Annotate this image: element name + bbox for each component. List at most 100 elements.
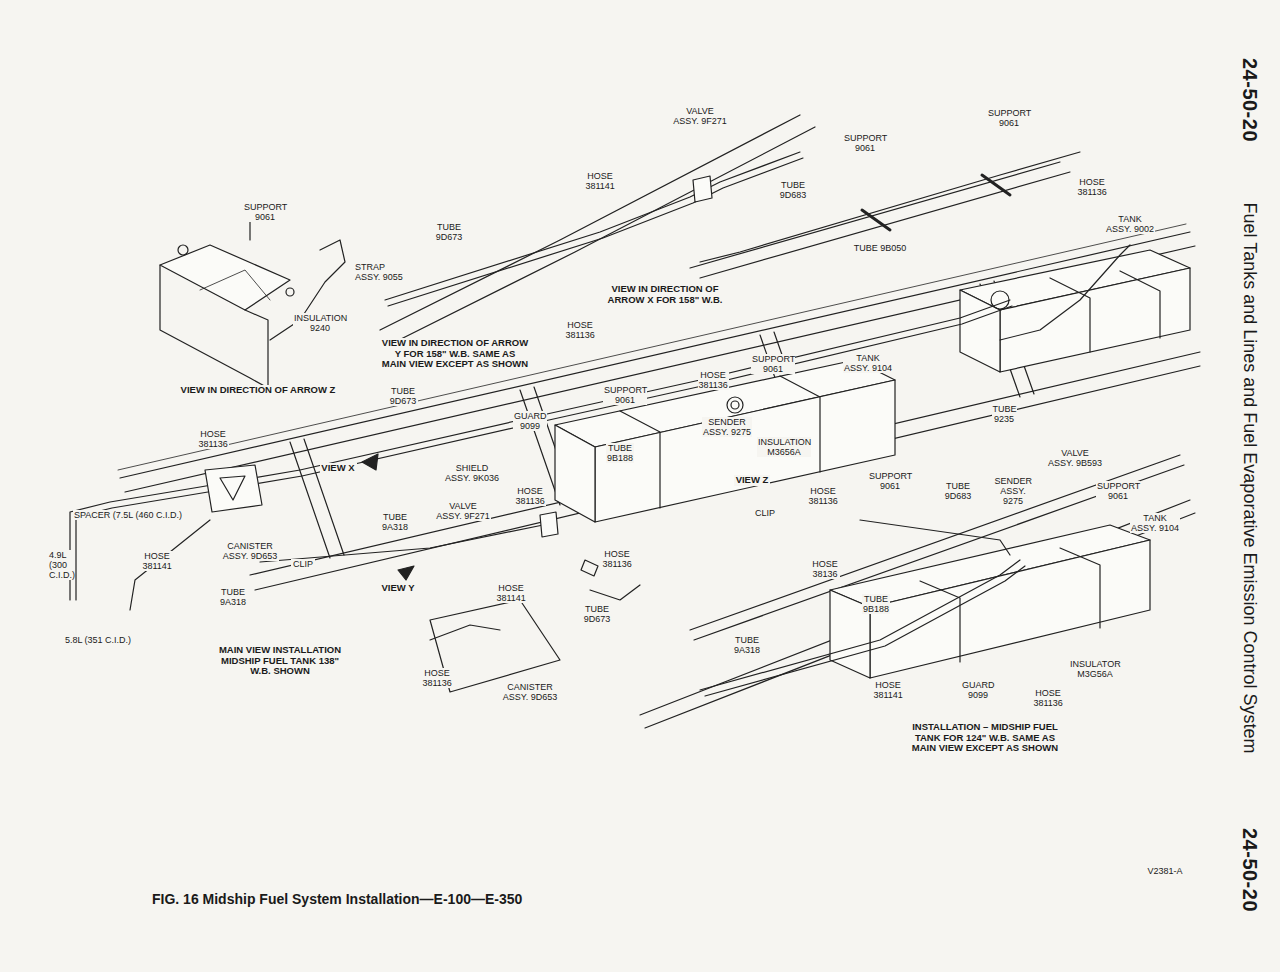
filler-neck — [731, 401, 739, 409]
part-label: TANK ASSY. 9104 — [1130, 513, 1180, 533]
tank-strap — [1050, 271, 1160, 352]
part-label: TUBE 9235 — [992, 404, 1017, 424]
view-title: INSTALLATION – MIDSHIP FUEL TANK FOR 124… — [911, 722, 1060, 754]
valve — [693, 176, 712, 202]
part-label: SUPPORT 9061 — [603, 385, 647, 405]
canister — [220, 476, 245, 500]
part-label: HOSE 381136 — [198, 429, 229, 449]
frame-rail — [380, 115, 800, 330]
part-label: VALVE ASSY. 9F271 — [435, 501, 491, 521]
part-label: SUPPORT 9061 — [987, 108, 1031, 128]
support — [862, 175, 1010, 230]
view-arrow — [362, 454, 378, 470]
part-label: HOSE 381136 — [1033, 688, 1064, 708]
fuel-tube — [705, 566, 1025, 696]
part-label: TUBE 9B188 — [606, 443, 634, 463]
fuel-tube — [700, 152, 1080, 262]
view-title: VIEW X — [320, 463, 357, 474]
part-label: TUBE 9D673 — [389, 386, 418, 406]
part-label: CLIP — [753, 508, 777, 518]
support-bracket — [160, 245, 290, 310]
tank-strap — [920, 548, 1100, 662]
fuel-tube — [860, 520, 1010, 555]
part-label: HOSE 381136 — [565, 320, 596, 340]
tank-strap — [620, 376, 820, 508]
part-label: TANK ASSY. 9104 — [843, 353, 893, 373]
fuel-tube — [388, 158, 803, 306]
part-label: INSULATOR M3G56A — [1069, 659, 1121, 679]
part-label: TUBE 9D673 — [435, 222, 464, 242]
part-label: HOSE 381141 — [873, 680, 904, 700]
part-label: CLIP — [291, 559, 315, 569]
view-title: VIEW Y — [380, 583, 417, 594]
part-label: SHIELD ASSY. 9K036 — [444, 463, 500, 483]
part-label: TUBE 9A318 — [733, 635, 761, 655]
drawing-number: V2381-A — [1146, 866, 1185, 876]
bolt — [286, 288, 294, 296]
part-label: HOSE 381141 — [585, 171, 616, 191]
fuel-tube — [76, 306, 1012, 600]
part-label: STRAP ASSY. 9055 — [354, 262, 404, 282]
part-label: HOSE 381136 — [808, 486, 839, 506]
part-label: SUPPORT 9061 — [843, 133, 887, 153]
figure-caption: FIG. 16 Midship Fuel System Installation… — [152, 891, 522, 907]
part-label: TUBE 9B188 — [862, 594, 890, 614]
fuel-tank — [830, 525, 1150, 678]
view-title: VIEW Z — [734, 475, 770, 486]
vapor-tube — [130, 520, 210, 610]
part-label: CANISTER ASSY. 9D653 — [502, 682, 559, 702]
fuel-tube — [385, 152, 800, 300]
part-label: TUBE 9A318 — [381, 512, 409, 532]
view-title: VIEW IN DIRECTION OF ARROW Y FOR 158" W.… — [381, 338, 530, 370]
engine-note: 4.9L (300 C.I.D.) — [48, 550, 75, 580]
insulation — [200, 270, 270, 300]
fuel-tube — [1000, 245, 1130, 340]
part-label: HOSE 381141 — [142, 551, 173, 571]
part-label: CANISTER ASSY. 9D653 — [222, 541, 279, 561]
section-title: Fuel Tanks and Lines and Fuel Evaporativ… — [1239, 203, 1260, 754]
part-label: HOSE 381136 — [698, 370, 729, 390]
engine-note: SPACER (7.5L (460 C.I.D.) — [73, 510, 185, 520]
fuel-tube — [700, 560, 1020, 690]
part-label: HOSE 381136 — [515, 486, 546, 506]
part-label: TUBE 9D673 — [583, 604, 612, 624]
part-label: SUPPORT 9061 — [868, 471, 912, 491]
part-label: TUBE 9B050 — [852, 243, 908, 253]
part-label: HOSE 381136 — [1077, 177, 1108, 197]
part-label: HOSE 381136 — [602, 549, 633, 569]
view-title: MAIN VIEW INSTALLATION MIDSHIP FUEL TANK… — [218, 645, 343, 677]
section-code: 24-50-20 — [1238, 58, 1261, 142]
crossmember — [290, 439, 344, 558]
part-label: VALVE ASSY. 9F271 — [672, 106, 728, 126]
part-label: SUPPORT 9061 — [243, 202, 287, 222]
vapor-tube — [430, 625, 500, 640]
part-label: GUARD 9099 — [513, 411, 547, 431]
part-label: INSULATION 9240 — [293, 313, 347, 333]
part-label: SENDER ASSY. 9275 — [702, 417, 752, 437]
filler-neck — [727, 397, 743, 413]
part-label: HOSE 381136 — [422, 668, 453, 688]
part-label: SENDER ASSY. 9275 — [994, 476, 1033, 506]
view-title: VIEW IN DIRECTION OF ARROW Z — [179, 385, 337, 396]
fuel-tube — [70, 300, 1010, 600]
bolt — [581, 560, 598, 576]
part-label: TANK ASSY. 9002 — [1105, 214, 1155, 234]
section-code: 24-50-20 — [1238, 828, 1261, 912]
frame-rail — [395, 127, 815, 342]
engine-note: 5.8L (351 C.I.D.) — [63, 635, 133, 645]
part-label: TUBE 9A318 — [219, 587, 247, 607]
frame-rail — [690, 162, 1070, 278]
part-label: SUPPORT 9061 — [1096, 481, 1140, 501]
frame-rail — [640, 500, 1195, 728]
part-label: VALVE ASSY. 9B593 — [1047, 448, 1103, 468]
bolt — [178, 245, 188, 255]
part-label: INSULATION M3656A — [757, 437, 811, 457]
canister — [205, 465, 262, 512]
part-label: SUPPORT 9061 — [751, 354, 795, 374]
view-arrow — [398, 566, 414, 580]
vapor-tube — [590, 585, 640, 600]
part-label: TUBE 9D683 — [944, 481, 973, 501]
fuel-tank — [555, 360, 895, 522]
valve — [540, 512, 558, 537]
